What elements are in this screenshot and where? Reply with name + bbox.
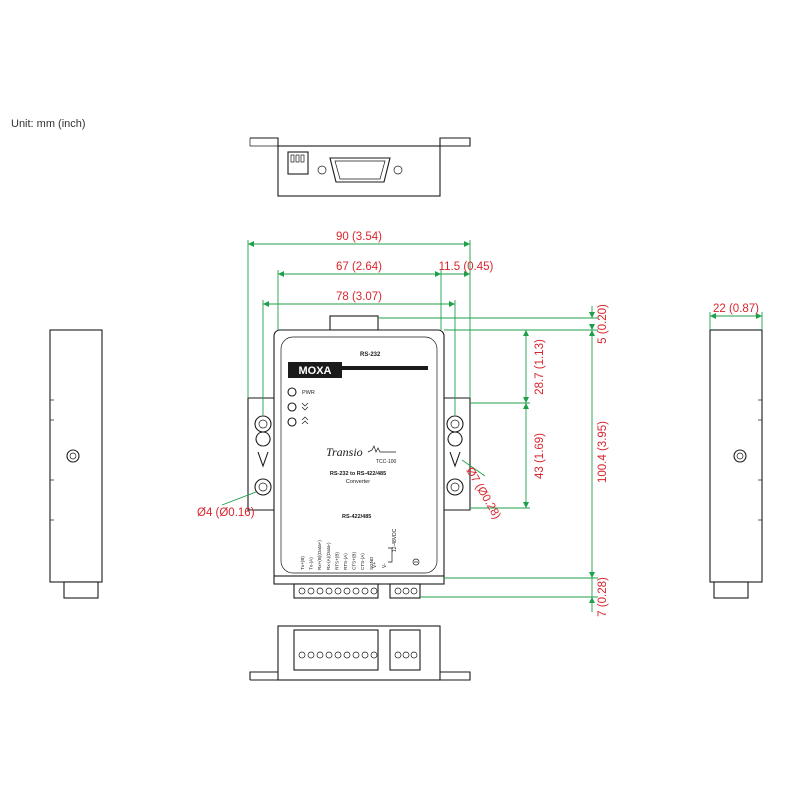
product-name: Transio	[326, 445, 363, 459]
dim-width-ear: 11.5 (0.45)	[439, 261, 494, 273]
terminal-block-rs422	[293, 583, 379, 599]
dim-width-overall: 90 (3.54)	[336, 231, 382, 243]
dim-hole-pitch: 78 (3.07)	[336, 291, 382, 303]
led-tx	[287, 402, 297, 412]
description-line1: RS-232 to RS-422/485	[330, 471, 386, 477]
front-terminal-pins	[298, 587, 418, 595]
dim-width-body: 67 (2.64)	[336, 261, 382, 273]
dim-hole-small: Ø4 (Ø0.16)	[197, 507, 255, 519]
dim-bottom-offset: 7 (0.28)	[597, 577, 609, 617]
model-label: TCC-100	[376, 459, 397, 465]
bottom-terminal-pins	[298, 651, 418, 659]
pin-labels: Tx+(B)Tx-(A)Rx+(B)(Data+)Rx-(A)(Data-)RT…	[300, 540, 374, 570]
pin-label: Tx-(A)	[309, 557, 314, 570]
unit-label: Unit: mm (inch)	[11, 118, 86, 130]
power-label-vminus: V-	[382, 563, 388, 568]
description-line2: Converter	[346, 479, 370, 485]
pin-label: CTS-(A)	[360, 553, 365, 570]
top-view	[249, 137, 471, 197]
dim-top-offset: 5 (0.20)	[597, 304, 609, 344]
led-rx	[287, 417, 297, 427]
dim-height-overall: 100.4 (3.95)	[597, 421, 609, 483]
led-pwr-label: PWR	[302, 390, 315, 396]
pin-label: CTS+(B)	[352, 552, 357, 570]
rx-arrow-icon	[301, 416, 309, 425]
pin-label: RTS-(A)	[343, 553, 348, 570]
bottom-view	[249, 625, 471, 681]
dim-top-to-hole: 28.7 (1.13)	[534, 339, 546, 395]
wave-icon	[367, 445, 396, 453]
db9-connector	[317, 157, 403, 183]
dimension-lines	[221, 240, 763, 612]
right-side-view	[709, 329, 763, 599]
power-bracket	[388, 547, 393, 563]
brand-text: MOXA	[299, 365, 332, 377]
power-label-voltage: 12-48VDC	[392, 528, 398, 552]
dim-depth: 22 (0.87)	[713, 303, 759, 315]
power-label-vplus: V+	[372, 562, 378, 568]
rs422-label: RS-422/485	[342, 514, 371, 520]
dim-hole-to-hole: 43 (1.69)	[534, 433, 546, 479]
dip-switch	[287, 151, 309, 175]
pin-label: Tx+(B)	[300, 556, 305, 570]
tx-arrow-icon	[301, 402, 309, 411]
rs232-label: RS-232	[360, 352, 381, 358]
pin-label: SGND	[369, 556, 374, 570]
terminal-block-power	[389, 583, 421, 599]
led-pwr	[287, 387, 297, 397]
pin-label: RTS+(B)	[334, 552, 339, 570]
ground-icon	[412, 558, 420, 566]
front-view: MOXA RS-232 PWR Transio TCC-100 RS-232 t…	[247, 315, 471, 599]
pin-label: Rx-(A)(Data-)	[326, 542, 331, 570]
pin-label: Rx+(B)(Data+)	[317, 540, 322, 570]
left-side-view	[49, 329, 103, 599]
moxa-logo	[288, 362, 342, 378]
header-bar	[342, 366, 428, 370]
